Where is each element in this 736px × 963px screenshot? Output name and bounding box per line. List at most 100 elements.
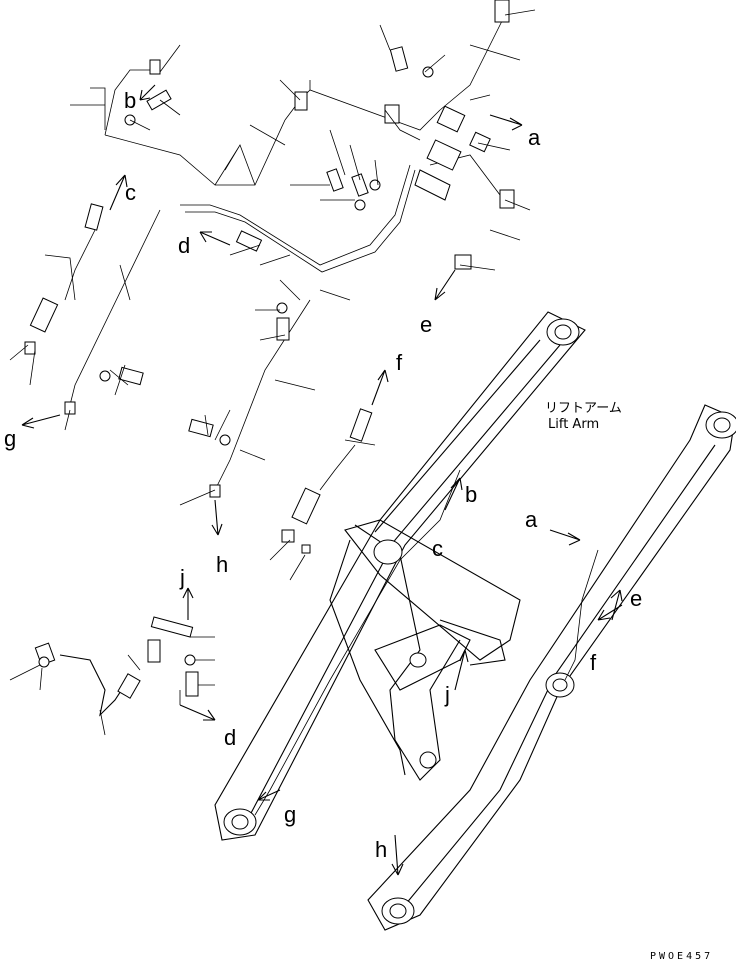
callout-j-upper: j <box>179 565 185 590</box>
upper-piping <box>69 14 506 491</box>
pipe-top-run <box>284 89 441 131</box>
leader-b-bracket <box>70 87 106 130</box>
callout-a-lower: a <box>525 507 538 532</box>
callout-g-upper: g <box>4 426 16 451</box>
top-pin-right-inner <box>713 417 731 433</box>
washer-1 <box>369 179 381 191</box>
leaders-f <box>269 539 306 581</box>
pipe-top-right <box>439 14 506 111</box>
arrow-b <box>139 84 156 101</box>
fitting-j <box>147 639 161 663</box>
fitting-top-right <box>494 0 510 23</box>
leaders-bolts <box>329 129 379 186</box>
pipe-h-run <box>214 299 311 491</box>
bottom-pin-left-inner <box>231 814 249 830</box>
callout-h-upper: h <box>216 552 228 577</box>
hose-f-lower <box>291 487 321 525</box>
callout-g-lower: g <box>284 802 296 827</box>
callout-d-lower: d <box>224 725 236 750</box>
fitting-b <box>149 59 161 75</box>
arrow-c <box>109 174 128 211</box>
pipe-g-run <box>69 209 161 406</box>
callout-c-upper: c <box>125 180 136 205</box>
callout-d-upper: d <box>178 233 190 258</box>
valve-block <box>436 105 466 133</box>
arrows <box>21 84 623 876</box>
lift-arm-frame <box>214 311 736 931</box>
leaders-d <box>229 244 291 266</box>
fittings <box>24 0 515 717</box>
callout-labels: b c d a e f g h j d b c a e f j g h <box>4 88 642 862</box>
link-pin <box>409 652 427 668</box>
fitting-e <box>454 254 472 270</box>
bolt-h <box>188 418 214 438</box>
washer-j <box>184 654 196 666</box>
arrow-a2 <box>549 529 581 546</box>
fitting-right <box>499 189 515 209</box>
fitting-left <box>24 341 36 355</box>
right-arm-edge <box>404 444 716 906</box>
title-english: Lift Arm <box>548 417 599 432</box>
fitting-mid <box>384 104 400 124</box>
arrow-j <box>182 587 194 620</box>
hose-c-upper <box>84 203 104 231</box>
arrow-e <box>434 269 456 301</box>
arrow-g2 <box>257 789 281 801</box>
callout-j-lower: j <box>444 682 450 707</box>
bolt-2 <box>351 173 369 197</box>
pipe-middle-run2 <box>185 169 416 273</box>
leaders-bolts2 <box>290 184 355 201</box>
manifold-block <box>426 139 462 171</box>
left-arm-edge <box>249 344 561 816</box>
leaders-top <box>249 79 311 146</box>
washer-top <box>422 66 434 78</box>
arrow-e2 <box>610 589 623 621</box>
left-arm-body <box>214 311 586 841</box>
fitting-h <box>209 484 221 498</box>
leaders-hose-f <box>179 439 376 506</box>
callout-e-upper: e <box>420 312 432 337</box>
cross-tube <box>344 519 521 661</box>
leaders-lower <box>9 654 181 736</box>
arrow-b2 <box>444 477 463 511</box>
leader-upper <box>214 144 256 186</box>
arrow-d2 <box>179 704 216 721</box>
leaders-right <box>384 94 511 151</box>
cylinder-pin-inner <box>552 678 568 692</box>
hose-f-upper <box>349 408 373 442</box>
washer-g <box>99 370 111 382</box>
arrow-d <box>199 231 231 246</box>
fitting-a <box>469 131 491 153</box>
leader-lines <box>9 9 536 736</box>
bracket-pin <box>373 539 403 565</box>
arrow-f <box>371 369 389 406</box>
hose-end-lower <box>117 673 141 699</box>
callout-h-lower: h <box>375 837 387 862</box>
title-japanese: リフトアーム <box>545 401 622 416</box>
mount-plate <box>414 169 451 201</box>
hose-clamp-area <box>439 619 506 666</box>
bottom-pin-right-inner <box>389 903 407 919</box>
drawing-code: PWOE457 <box>650 951 713 962</box>
callout-c-lower: c <box>432 536 443 561</box>
leaders-h <box>204 409 266 461</box>
callout-f-lower: f <box>590 650 597 675</box>
leaders-center <box>255 309 286 341</box>
bolt-1 <box>326 168 344 192</box>
washer-2 <box>354 199 366 211</box>
leaders-j <box>190 636 215 686</box>
pipe-b-loop <box>104 69 150 136</box>
fitting-d <box>235 230 263 252</box>
oring-lower-left <box>38 656 50 668</box>
right-arm-body <box>367 404 736 931</box>
arrow-f2 <box>597 604 623 621</box>
arrow-g <box>21 414 61 429</box>
bolt-center <box>276 317 290 341</box>
leaders-e <box>459 199 531 271</box>
right-arm-hose <box>564 549 599 681</box>
hose-c-body <box>64 229 96 301</box>
fitting-top <box>294 91 308 111</box>
top-pin-left-inner <box>554 324 572 340</box>
callout-b-lower: b <box>465 482 477 507</box>
